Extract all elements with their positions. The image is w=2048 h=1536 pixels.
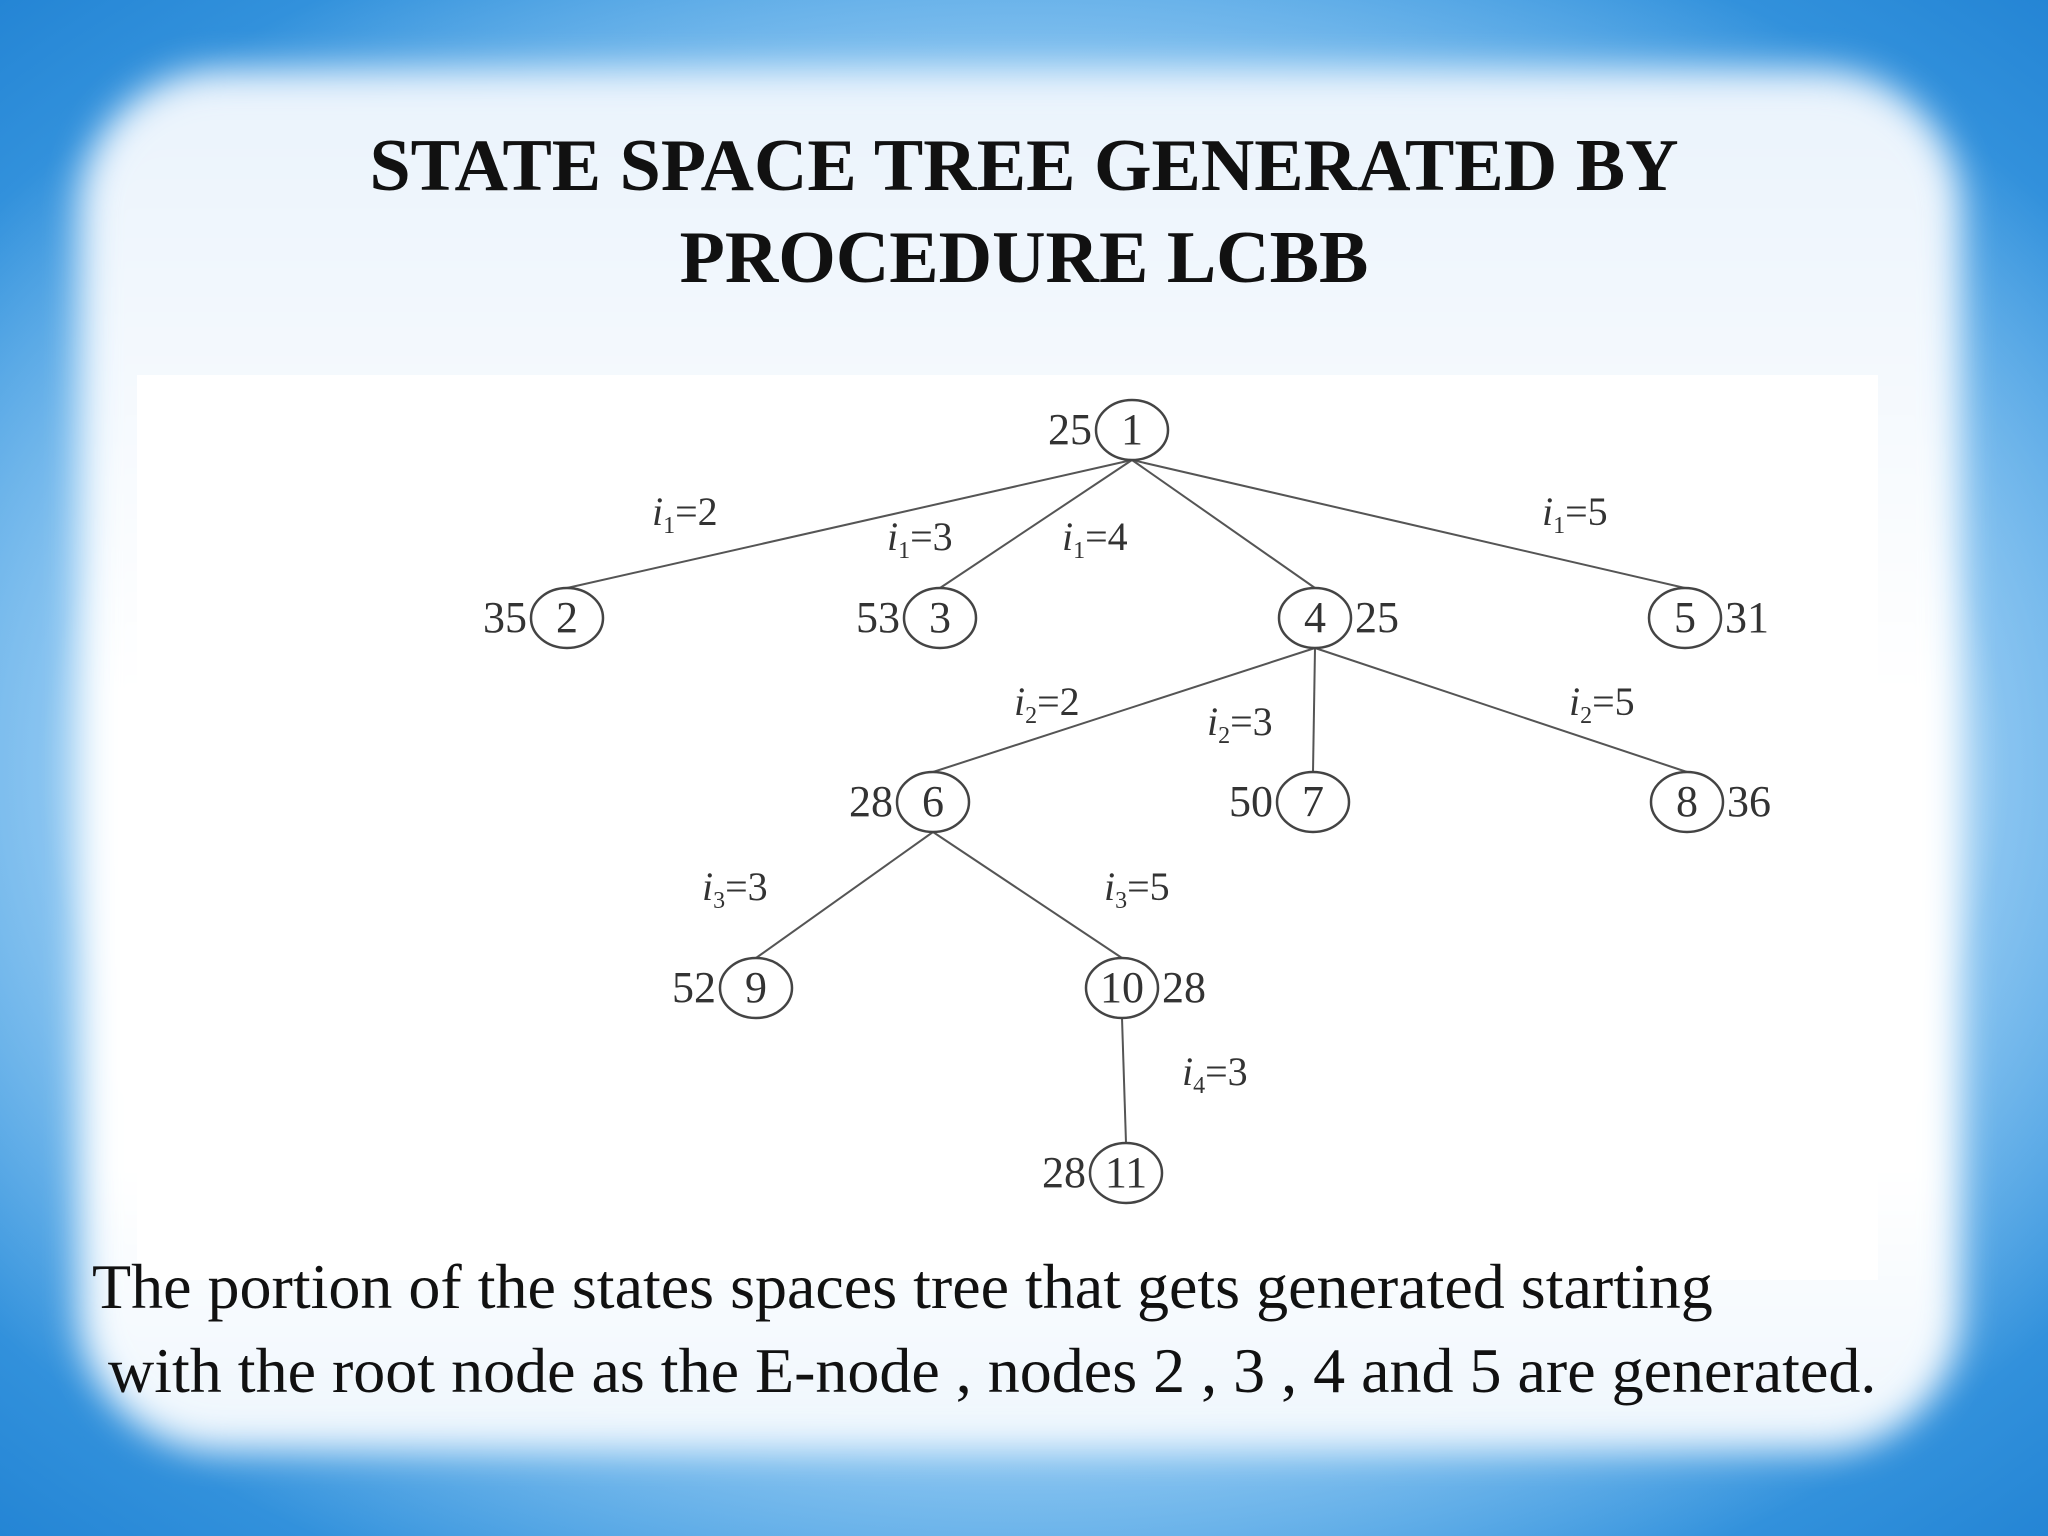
edge-label-10-11: i4=3 [1182,1049,1248,1099]
node-5-cost: 31 [1725,593,1769,642]
node-1-circle [1094,398,1170,462]
title-line-1: STATE SPACE TREE GENERATED BY [369,125,1679,207]
node-3-cost: 53 [856,593,900,642]
edge-label-1-2: i1=2 [652,489,718,539]
slide-title: STATE SPACE TREE GENERATED BY PROCEDURE … [0,120,2048,304]
node-1-cost: 25 [1048,405,1092,454]
edge-4-8 [1314,647,1688,773]
edge-4-7 [1312,647,1316,773]
tree-diagram-panel: i1=2 i1=3 i1=4 i1=5 i2=2 i2=3 i2=5 i3=3 i3=5 i4=3… [137,375,1878,1280]
node-9-cost: 52 [672,963,716,1012]
node-8-id: 8 [1676,777,1698,826]
edge-10-11 [1121,1017,1127,1144]
node-9-circle [718,956,794,1020]
node-3-circle [902,586,978,650]
node-1-id: 1 [1121,405,1143,454]
node-10-circle [1084,956,1160,1020]
edge-6-10 [932,831,1123,959]
node-8-cost: 36 [1727,777,1771,826]
node-6-cost: 28 [849,777,893,826]
edge-4-6 [932,647,1316,773]
edge-label-6-10: i3=5 [1104,864,1170,914]
node-8-circle [1649,770,1725,834]
node-10-cost: 28 [1162,963,1206,1012]
node-11-cost: 28 [1042,1148,1086,1197]
caption-line-2: with the root node as the E-node , nodes… [108,1335,1877,1406]
node-2-circle [529,586,605,650]
node-6-circle [895,770,971,834]
edge-1-3 [939,459,1133,589]
node-4-id: 4 [1304,593,1326,642]
edge-6-9 [755,831,934,959]
node-3-id: 3 [929,593,951,642]
caption-line-1: The portion of the states spaces tree th… [92,1251,1713,1322]
node-10-id: 10 [1100,963,1144,1012]
edge-1-4 [1131,459,1316,589]
state-space-tree: i1=2 i1=3 i1=4 i1=5 i2=2 i2=3 i2=5 i3=3 i3=5 i4=3… [483,398,1771,1205]
title-line-2: PROCEDURE LCBB [679,217,1369,299]
node-4-cost: 25 [1355,593,1399,642]
edge-label-4-7: i2=3 [1207,699,1273,749]
node-5-id: 5 [1674,593,1696,642]
node-11-circle [1088,1141,1164,1205]
edge-label-4-6: i2=2 [1014,679,1080,729]
node-7-circle [1275,770,1351,834]
edge-label-1-5: i1=5 [1542,489,1608,539]
node-7-cost: 50 [1229,777,1273,826]
node-6-id: 6 [922,777,944,826]
edge-label-6-9: i3=3 [702,864,768,914]
edge-1-2 [566,459,1133,589]
node-11-id: 11 [1105,1148,1147,1197]
node-9-id: 9 [745,963,767,1012]
edge-label-1-4: i1=4 [1062,514,1128,564]
node-7-id: 7 [1302,777,1324,826]
node-2-id: 2 [556,593,578,642]
edge-label-4-8: i2=5 [1569,679,1635,729]
node-5-circle [1647,586,1723,650]
node-2-cost: 35 [483,593,527,642]
edge-1-5 [1131,459,1686,589]
edge-label-1-3: i1=3 [887,514,953,564]
node-4-circle [1277,586,1353,650]
